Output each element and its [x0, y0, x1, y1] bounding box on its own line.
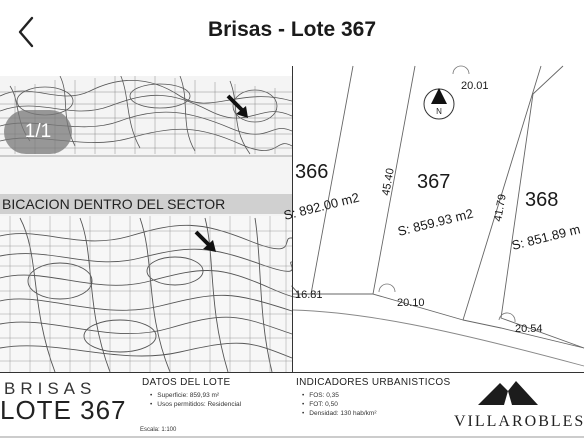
scale-label: Escala: 1:100 — [140, 427, 177, 433]
lot-368-surface: S: 851.89 m — [510, 221, 582, 253]
datos-item: Superficie: 859,93 m² — [150, 391, 241, 400]
lot-367-number: 367 — [417, 171, 450, 193]
lot-plan-drawing: N 366 S: 892.00 m2 367 S: 859.93 m2 368 … — [282, 65, 585, 367]
datos-title: DATOS DEL LOTE — [142, 377, 231, 388]
dim-bottom: 20.10 — [397, 297, 425, 309]
lot-plan: N 366 S: 892.00 m2 367 S: 859.93 m2 368 … — [282, 65, 585, 372]
lot-366-surface: S: 892.00 m2 — [282, 190, 361, 223]
indicadores-item: Densidad: 130 hab/km² — [302, 409, 376, 418]
brand-logo-text: VILLAROBLES — [454, 413, 585, 430]
title-block: BRISAS LOTE 367 Escala: 1:100 DATOS DEL … — [0, 372, 584, 439]
sector-label: BICACION DENTRO DEL SECTOR — [0, 194, 292, 214]
lot-366-number: 366 — [295, 161, 328, 183]
dim-bottom-left: 16.81 — [295, 289, 323, 301]
lot-368-number: 368 — [525, 189, 558, 211]
bottom-edge — [0, 436, 584, 438]
location-map: 1/1 BICACION DENTRO DEL SECTOR — [0, 66, 300, 373]
brand-line2: LOTE 367 — [0, 395, 127, 425]
dim-top: 20.01 — [461, 80, 489, 92]
mountain-logo-icon — [478, 379, 538, 405]
indicadores-item: FOT: 0,50 — [302, 400, 377, 409]
dim-bottom-right: 20.54 — [515, 323, 543, 335]
dim-right: 41.79 — [492, 193, 509, 222]
indicadores-item: FOS: 0,35 — [302, 391, 377, 400]
north-label: N — [436, 107, 442, 116]
page-counter: 1/1 — [4, 110, 72, 154]
divider — [292, 66, 293, 372]
page-title: Brisas - Lote 367 — [207, 18, 377, 41]
indicadores-list: FOS: 0,35 FOT: 0,50 Densidad: 130 hab/km… — [302, 391, 377, 418]
datos-list: Superficie: 859,93 m² Usos permitidos: R… — [150, 391, 241, 409]
document-viewer[interactable]: 1/1 BICACION DENTRO DEL SECTOR — [0, 65, 585, 439]
lot-367-surface: S: 859.93 m2 — [396, 206, 475, 239]
indicadores-title: INDICADORES URBANISTICOS — [296, 377, 451, 388]
chevron-left-icon[interactable] — [8, 12, 48, 52]
north-arrow-icon: N — [423, 88, 455, 120]
dim-left: 45.40 — [380, 167, 397, 196]
top-bar: Brisas - Lote 367 — [0, 0, 584, 66]
brand-line1: BRISAS — [4, 379, 97, 398]
datos-item: Usos permitidos: Residencial — [150, 400, 241, 409]
location-arrow-bottom — [194, 230, 216, 252]
location-arrow-top — [226, 94, 248, 118]
